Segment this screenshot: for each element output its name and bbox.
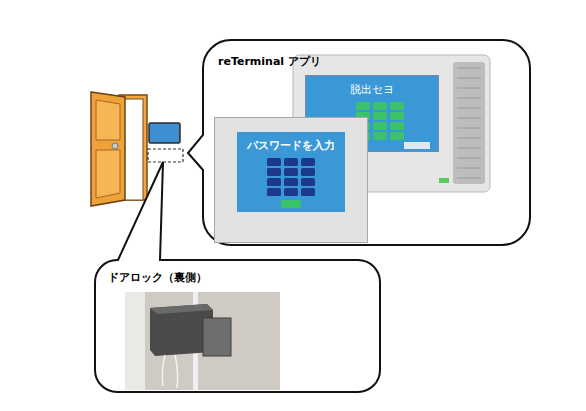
keypad-button (267, 188, 281, 196)
door-knob (112, 143, 118, 149)
keypad-button (373, 132, 387, 140)
keypad-button (301, 188, 315, 196)
grille-line (457, 88, 481, 89)
grille-line (457, 128, 481, 129)
keypad-button (284, 188, 298, 196)
keypad-button (373, 112, 387, 120)
grille-line (457, 98, 481, 99)
node-label: reTerminal アプリ (218, 54, 321, 69)
lock-wire (162, 355, 177, 388)
lock-photo (125, 292, 280, 390)
status-led (439, 178, 449, 183)
bubble-outline (188, 40, 530, 245)
lock-position (148, 149, 183, 162)
device-screen: パスワードを入力 (215, 118, 367, 242)
keypad-button (301, 178, 315, 186)
ok-button (281, 200, 301, 208)
grille-line (457, 178, 481, 179)
grille-line (457, 168, 481, 169)
grille-line (457, 158, 481, 159)
grille-line (457, 108, 481, 109)
node-label: 脱出セヨ (350, 82, 394, 97)
grille-line (457, 68, 481, 69)
device-icon (149, 123, 180, 143)
bubble-outline (95, 162, 380, 392)
keypad-button (267, 168, 281, 176)
door-opening (124, 99, 143, 200)
node-label: ドアロック（裏側） (108, 270, 207, 285)
keypad-button (284, 168, 298, 176)
wall-edge (125, 292, 145, 390)
keypad-button (390, 112, 404, 120)
screen-button (404, 142, 430, 149)
node-label: パスワードを入力 (247, 138, 335, 153)
lock-box-top (150, 304, 213, 314)
keypad-button (390, 132, 404, 140)
callout-bubble: reTerminal アプリ脱出セヨパスワードを入力 (203, 40, 530, 245)
latch-plate (203, 318, 231, 356)
grille-line (457, 78, 481, 79)
keypad-button (373, 102, 387, 110)
keypad-button (267, 178, 281, 186)
callout-bubble: ドアロック（裏側） (95, 260, 380, 392)
keypad-button (284, 178, 298, 186)
door-panel (91, 92, 125, 206)
keypad-button (284, 158, 298, 166)
grille-line (457, 148, 481, 149)
keypad-button (373, 122, 387, 130)
keypad-button (301, 168, 315, 176)
door-inset (96, 150, 120, 198)
grille-line (457, 118, 481, 119)
keypad-button (390, 122, 404, 130)
speaker-grille (453, 62, 485, 184)
keypad-button (301, 158, 315, 166)
keypad-button (356, 102, 370, 110)
door-inset (96, 100, 120, 140)
keypad-button (267, 158, 281, 166)
keypad-button (390, 102, 404, 110)
grille-line (457, 138, 481, 139)
